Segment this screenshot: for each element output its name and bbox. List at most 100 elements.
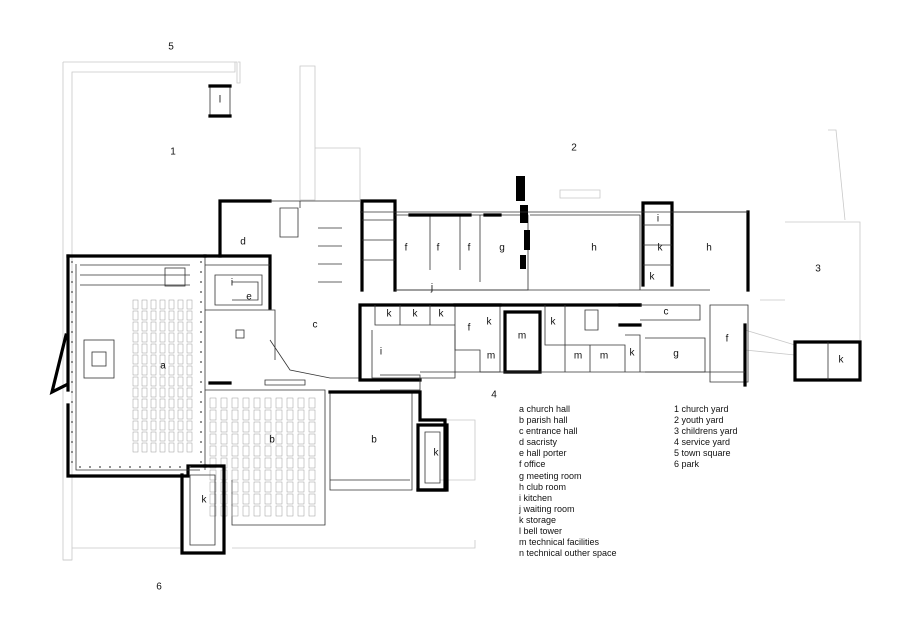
seat [253,505,261,517]
column-dot [119,466,121,468]
label-kitchen-1: i [231,278,233,289]
column-dot [200,371,202,373]
column-dot [200,391,202,393]
seat [132,310,139,321]
seat [297,409,305,421]
seat [264,493,272,505]
seat [275,445,283,457]
seat [275,493,283,505]
column-dot [71,331,73,333]
seat [141,431,148,442]
bell-tower [208,84,232,118]
column-dot [139,466,141,468]
label-office-1: f [405,243,408,254]
seat [132,442,139,453]
seat [308,457,316,469]
legend-item: h club room [519,481,567,492]
seat [141,442,148,453]
label-technical-4: m [600,351,608,362]
seat [141,354,148,365]
seat [253,481,261,493]
seat [150,332,157,343]
seat [231,457,239,469]
legend-item: f office [519,459,546,470]
label-storage-4: k [487,317,493,328]
label-service-yard: 4 [491,390,497,401]
seat [159,409,166,420]
seat [141,387,148,398]
seat [141,343,148,354]
seat [231,469,239,481]
label-sacristy: d [240,237,246,248]
storage-lower-left [180,464,226,555]
column-dot [200,281,202,283]
legend-item: i kitchen [519,492,553,503]
seat [242,493,250,505]
seat [186,442,193,453]
column-dot [169,466,171,468]
parish-hall [205,389,447,526]
label-church-hall: a [160,361,166,372]
seat [253,397,261,409]
legend-item: 3 childrens yard [674,426,738,437]
seat [220,421,228,433]
storage-parish [416,423,449,492]
seat [168,409,175,420]
seat [132,420,139,431]
legend-item: 6 park [674,459,700,470]
seat [168,321,175,332]
seat [159,431,166,442]
seat [209,457,217,469]
seat [141,420,148,431]
seat [186,387,193,398]
seat [253,409,261,421]
column-dot [71,291,73,293]
seat [186,365,193,376]
label-meeting-room-2: g [673,349,679,360]
seat [286,493,294,505]
label-youth-yard: 2 [571,143,577,154]
column-dot [79,466,81,468]
seat [168,387,175,398]
seat [159,332,166,343]
seat [159,376,166,387]
seat [177,442,184,453]
column-dot [89,466,91,468]
seat [264,397,272,409]
legend-item: e hall porter [519,448,567,459]
seat [177,365,184,376]
seat [177,420,184,431]
seat [132,365,139,376]
seat [141,310,148,321]
legend-item: b parish hall [519,415,568,426]
church-pews [71,261,202,468]
seat [159,398,166,409]
column-dot [71,271,73,273]
seat [186,398,193,409]
label-meeting-room-1: g [499,243,505,254]
seat [209,397,217,409]
seat [264,409,272,421]
seat [141,321,148,332]
seat [264,481,272,493]
column-dot [71,401,73,403]
seat [231,409,239,421]
seat [186,431,193,442]
label-kitchen-3: i [380,347,382,358]
seat [168,365,175,376]
column-dot [71,411,73,413]
seat [286,445,294,457]
seat [275,409,283,421]
seat [297,457,305,469]
column-dot [99,466,101,468]
seat [253,469,261,481]
label-storage-1: k [387,309,393,320]
structural-wall [516,176,530,269]
seat [209,433,217,445]
seat [141,332,148,343]
seat [231,421,239,433]
seat [209,445,217,457]
seat [168,431,175,442]
label-storage-6: k [630,348,636,359]
